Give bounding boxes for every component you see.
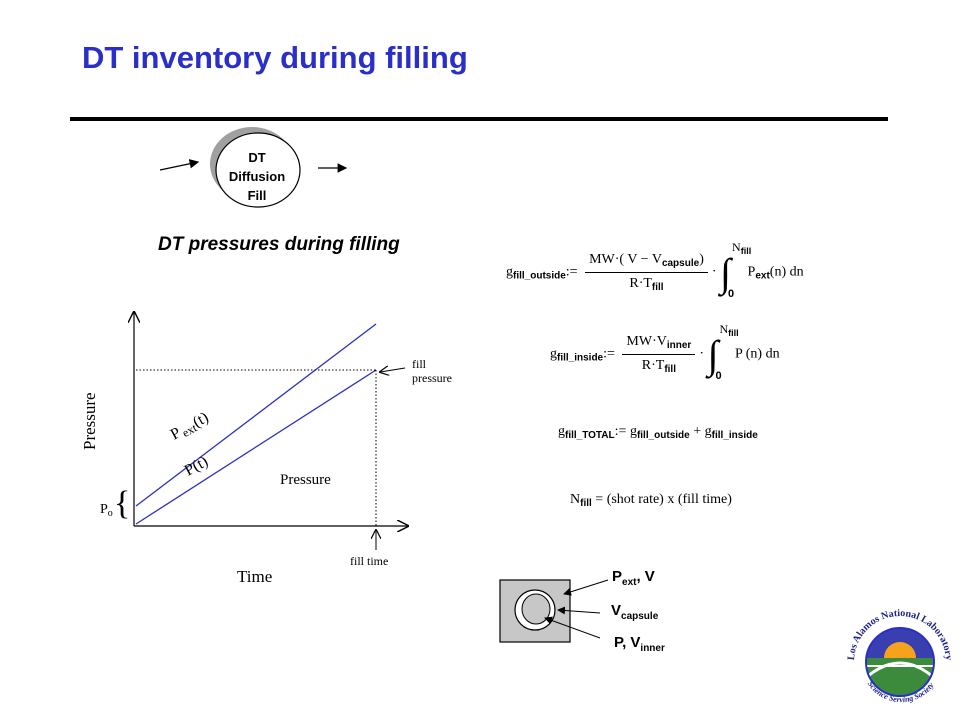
logo-ring [865, 627, 935, 697]
inside-fraction: MW·Vinner R·Tfill [622, 334, 696, 375]
nfill-relation: Nfill = (shot rate) x (fill time) [570, 492, 732, 509]
pressure-time-graph: Pressure Time Pext(t) P(t) Pressure fill… [80, 300, 452, 586]
pinner-label: P, Vinner [614, 634, 665, 654]
title-divider [70, 117, 888, 121]
process-ellipse [215, 132, 301, 208]
vcapsule-pointer [557, 606, 601, 615]
y-axis-label: Pressure [80, 392, 99, 450]
vcapsule-label: Vcapsule [611, 602, 659, 622]
pinner-pointer [544, 616, 601, 639]
equation-fill-inside: gfill_inside:= MW·Vinner R·Tfill · ∫Nfil… [550, 321, 780, 382]
outside-fraction: MW·( V − Vcapsule) R·Tfill [585, 252, 708, 293]
fill-pressure-pointer [380, 368, 406, 372]
capsule-inner [521, 593, 551, 625]
capsule-diagram [499, 579, 609, 643]
pext-line [135, 323, 377, 507]
process-line-1: DT [248, 150, 265, 165]
p-line-label: P(t) [182, 453, 211, 480]
lanl-logo: Los Alamos National Laboratory Science S… [844, 606, 956, 718]
process-line-3: Fill [248, 188, 267, 203]
fill-pressure-label-1: fill [412, 357, 427, 371]
logo-bridge [867, 661, 933, 678]
region-label: Pressure [280, 472, 331, 488]
p0-label: Po [100, 502, 113, 519]
pext-line-label: Pext(t) [168, 409, 213, 445]
input-arrow [159, 159, 200, 171]
process-line-2: Diffusion [229, 169, 285, 184]
fill-time-label: fill time [350, 554, 388, 568]
x-axis-label: Time [237, 567, 272, 586]
fill-pressure-label-2: pressure [412, 371, 452, 385]
p0-brace: { [114, 485, 130, 522]
equation-fill-total: gfill_TOTAL:= gfill_outside + gfill_insi… [558, 424, 758, 441]
pext-pointer [563, 579, 609, 596]
pext-label: Pext, V [612, 568, 655, 588]
section-subtitle: DT pressures during filling [158, 234, 400, 255]
p-line [135, 369, 377, 525]
page-title: DT inventory during filling [82, 40, 468, 75]
equation-fill-outside: gfill_outside:= MW·( V − Vcapsule) R·Tfi… [506, 239, 804, 300]
diffusion-fill-diagram: DT Diffusion Fill [159, 127, 348, 208]
